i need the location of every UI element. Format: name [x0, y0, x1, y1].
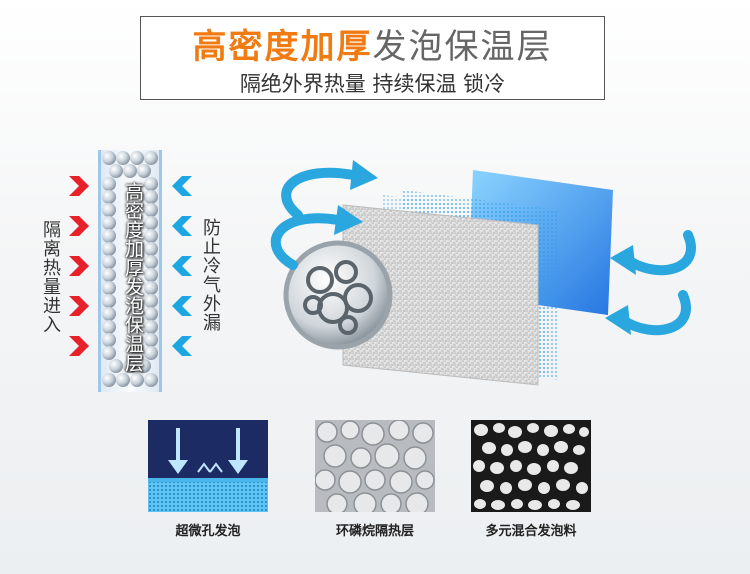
cold-arrow-icon — [172, 296, 192, 316]
swirl-arrow-icon — [281, 167, 358, 220]
foam-bubbles — [102, 151, 158, 387]
heat-arrow-icon — [69, 216, 89, 236]
material-label: 超微孔发泡 — [175, 524, 241, 539]
material-label: 环磷烷隔热层 — [335, 524, 414, 539]
insulation-layer-sample — [315, 420, 435, 512]
cold-arrow-icon — [172, 256, 192, 276]
title-box: 高密度加厚发泡保温层 隔绝外界热量 持续保温 锁冷 — [140, 16, 605, 100]
title-bold: 高密度加厚 — [192, 27, 373, 67]
mixed-foam-sample — [471, 420, 591, 512]
layer-illustration — [270, 160, 696, 386]
heat-arrow-icon — [69, 256, 89, 276]
swirl-arrow-icon — [623, 230, 696, 276]
swirl-arrow-icon — [270, 213, 343, 270]
material-label: 多元混合发泡料 — [485, 524, 577, 539]
microporous-foam-sample — [148, 420, 268, 512]
heat-arrow-icon — [69, 296, 89, 316]
cold-arrow-icon — [172, 336, 192, 356]
heat-arrows — [69, 176, 89, 356]
cold-arrow-icon — [172, 176, 192, 196]
swirl-arrow-icon — [618, 290, 691, 336]
panel-label: 高密度加厚发泡保温层 — [122, 182, 144, 372]
insulation-panel — [98, 150, 162, 392]
cold-keep-label: 防止冷气外漏 — [200, 218, 221, 332]
title: 高密度加厚发泡保温层 — [141, 27, 604, 67]
heat-block-label: 隔离热量进入 — [40, 220, 61, 334]
heat-arrow-icon — [69, 336, 89, 356]
title-thin: 发泡保温层 — [372, 27, 553, 67]
heat-arrow-icon — [69, 176, 89, 196]
cold-arrow-icon — [172, 216, 192, 236]
cold-arrows — [172, 176, 192, 356]
subtitle: 隔绝外界热量 持续保温 锁冷 — [239, 72, 506, 96]
